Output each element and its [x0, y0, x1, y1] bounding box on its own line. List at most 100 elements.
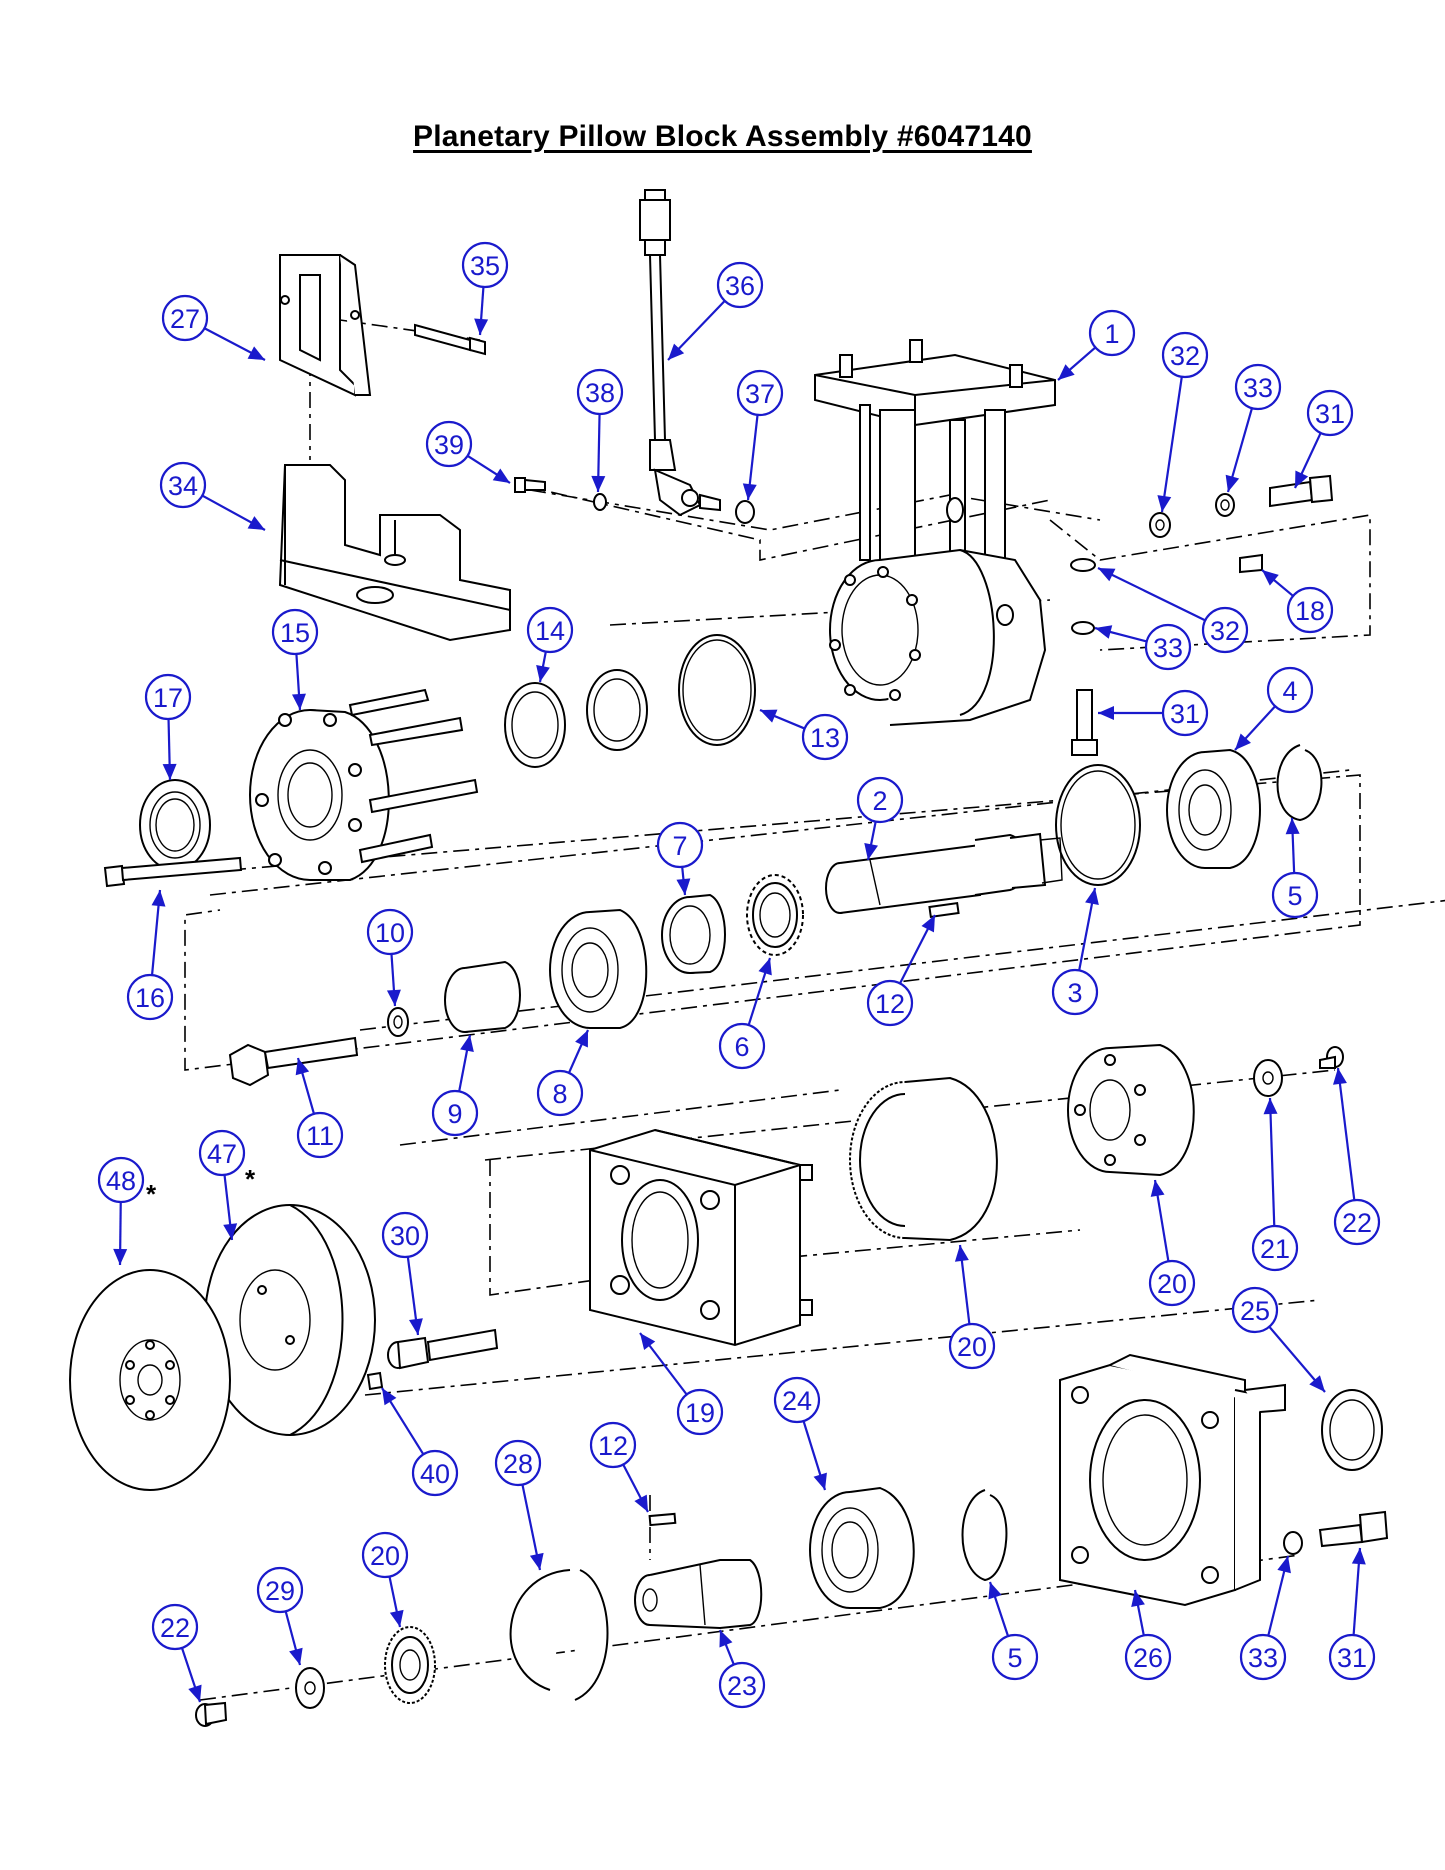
callout-number: 23 [727, 1671, 757, 1701]
callout-c20b: 20 [948, 1244, 996, 1370]
callout-c36: 36 [667, 261, 764, 361]
callout-arrowhead [988, 1582, 1002, 1600]
callout-arrowhead [1285, 818, 1300, 835]
callout-number: 47 [207, 1139, 237, 1169]
callout-c26: 26 [1124, 1589, 1172, 1681]
callout-arrowhead [188, 1684, 202, 1702]
callout-c19: 19 [639, 1332, 724, 1436]
callout-number: 30 [390, 1221, 420, 1251]
part-11-hex-bolt [228, 1036, 359, 1087]
callout-arrowhead [389, 1609, 404, 1627]
callout-arrowhead [668, 343, 685, 360]
callout-c5a: 5 [1271, 817, 1319, 919]
part-18-plug [1239, 553, 1263, 574]
callout-arrowhead [492, 468, 510, 483]
callout-c30: 30 [381, 1211, 429, 1336]
part-37-oring [735, 500, 755, 524]
callout-c21: 21 [1251, 1097, 1299, 1272]
part-20-ring-gear [849, 1076, 998, 1242]
callout-balloon [1234, 363, 1282, 411]
callout-number: 34 [168, 471, 198, 501]
part-5-snap-ring-upper [1276, 744, 1323, 822]
part-4-bearing [1166, 748, 1261, 869]
part-2-shaft [825, 832, 1063, 919]
part-24-bearing [809, 1486, 915, 1609]
callout-number: 6 [734, 1032, 749, 1062]
callout-balloon [1271, 871, 1319, 919]
footnote-asterisk-48: * [146, 1179, 157, 1209]
callout-number: 15 [280, 618, 310, 648]
callout-balloon [271, 608, 319, 656]
callout-number: 18 [1295, 596, 1325, 626]
callout-c28: 28 [494, 1439, 544, 1571]
callout-number: 22 [1342, 1208, 1372, 1238]
callout-balloon [1088, 309, 1136, 357]
callout-arrowhead [474, 318, 489, 335]
callout-leader-line [1268, 1097, 1276, 1227]
callout-c5b: 5 [988, 1581, 1039, 1681]
part-21-washer [1253, 1059, 1283, 1097]
callout-arrowhead [1262, 570, 1279, 586]
callout-balloon [1333, 1198, 1381, 1246]
callout-balloon [536, 1069, 584, 1117]
callout-c27: 27 [161, 294, 266, 361]
callout-balloon [425, 420, 473, 468]
part-14-shim-a [504, 682, 566, 768]
callout-arrowhead [760, 709, 778, 723]
part-20-planet-carrier [1067, 1043, 1195, 1177]
callout-balloon [948, 1322, 996, 1370]
callout-number: 5 [1007, 1643, 1022, 1673]
callout-balloon [144, 673, 192, 721]
callout-c12b: 12 [589, 1421, 649, 1513]
diagram-title: Planetary Pillow Block Assembly #6047140 [413, 120, 1032, 153]
callout-balloon [856, 776, 904, 824]
callout-c6: 6 [718, 957, 772, 1070]
callout-balloon [1266, 666, 1314, 714]
callout-balloon [1201, 606, 1249, 654]
callout-balloon [1251, 1224, 1299, 1272]
callout-balloon [773, 1376, 821, 1424]
callout-number: 40 [420, 1459, 450, 1489]
part-10-washer [387, 1007, 409, 1037]
callout-number: 31 [1170, 699, 1200, 729]
callout-number: 20 [370, 1541, 400, 1571]
part-20-planet-gear [384, 1626, 436, 1704]
callout-c20c: 20 [361, 1531, 409, 1628]
callout-arrowhead [1351, 1548, 1366, 1565]
callout-arrowhead [1150, 1180, 1165, 1197]
callout-c33c: 33 [1239, 1555, 1291, 1681]
callout-balloon [97, 1156, 145, 1204]
callout-arrowhead [591, 475, 606, 492]
part-7-spacer [661, 893, 726, 974]
callout-c2: 2 [856, 776, 904, 861]
callout-arrowhead [1085, 888, 1099, 906]
callout-leader-line [1336, 1067, 1356, 1201]
callout-number: 12 [598, 1431, 628, 1461]
callout-arrowhead [113, 1248, 128, 1265]
callout-number: 32 [1210, 616, 1240, 646]
part-33-lockwasher-bottom [1283, 1531, 1303, 1555]
callout-arrowhead [291, 693, 306, 710]
callout-arrowhead [162, 763, 177, 780]
callout-c18: 18 [1261, 569, 1334, 634]
callout-balloon [159, 461, 207, 509]
callout-number: 27 [170, 304, 200, 334]
callout-c12a: 12 [866, 914, 936, 1027]
callout-number: 31 [1337, 1643, 1367, 1673]
callout-arrowhead [921, 915, 935, 933]
callout-number: 9 [447, 1099, 462, 1129]
callout-balloon [361, 1531, 409, 1579]
part-30-cap-screw [387, 1328, 499, 1370]
callout-c34: 34 [159, 461, 266, 531]
callout-balloon [1051, 968, 1099, 1016]
callout-arrowhead [1157, 495, 1172, 512]
callout-number: 37 [745, 379, 775, 409]
callout-balloon [296, 1111, 344, 1159]
part-19-housing-plate [589, 1128, 813, 1347]
callout-balloon [1161, 689, 1209, 737]
callout-c15: 15 [271, 608, 319, 711]
callout-number: 7 [672, 831, 687, 861]
callout-arrowhead [386, 989, 401, 1006]
part-3-oring [1055, 764, 1141, 886]
callout-c17: 17 [144, 673, 192, 781]
